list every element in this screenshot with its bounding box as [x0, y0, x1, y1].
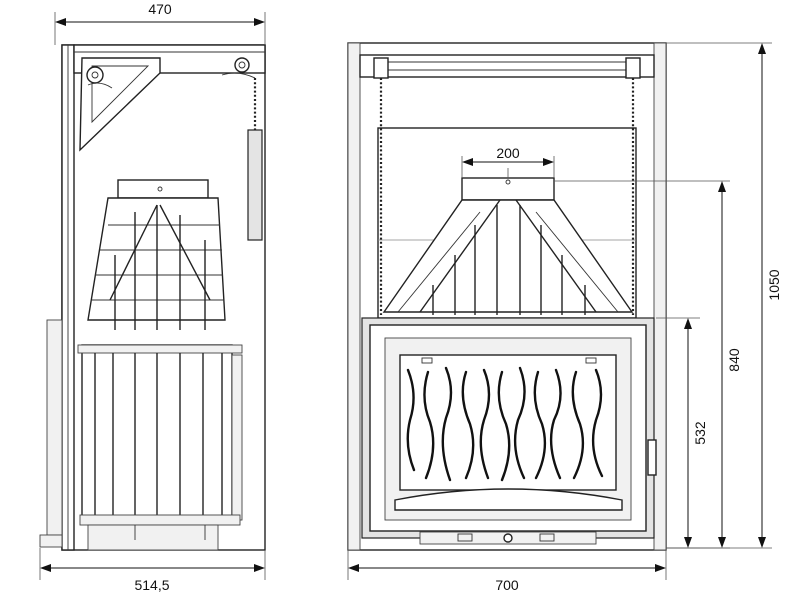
dim-label-1050: 1050: [766, 269, 782, 300]
dim-label-532: 532: [692, 421, 708, 445]
side-counterweight: [247, 129, 263, 241]
dim-label-514-5: 514,5: [134, 577, 169, 593]
side-frame-foot-plate: [46, 319, 63, 536]
dim-front-532: [656, 317, 700, 549]
side-firebox-ribs: [94, 353, 223, 520]
dim-side-top: [54, 12, 266, 45]
pulley-gear-right: [234, 57, 250, 73]
side-view: 470 514,5: [39, 1, 266, 593]
side-base: [87, 524, 219, 551]
dim-front-1050: [666, 42, 772, 549]
front-hood: [382, 199, 634, 313]
front-top-rail: [359, 54, 655, 78]
front-grate: [394, 488, 623, 511]
front-pulley-right: [625, 57, 641, 79]
side-convection-fins: [109, 204, 211, 330]
front-pulley-left: [373, 57, 389, 79]
front-hood-fins: [432, 205, 586, 315]
front-door-handle: [647, 439, 657, 476]
dim-label-700: 700: [495, 577, 519, 593]
side-smoke-collar: [117, 179, 209, 199]
dim-label-200: 200: [496, 145, 520, 161]
dim-label-470: 470: [148, 1, 172, 17]
front-view: 200 700 532 840: [347, 42, 782, 593]
pulley-gear-left: [86, 66, 104, 84]
front-flames: [406, 366, 604, 482]
dim-side-bottom: [39, 548, 266, 580]
front-glass: [399, 354, 617, 491]
dim-front-bottom: [347, 550, 667, 580]
dim-front-collar: [461, 156, 555, 178]
front-smoke-collar: [461, 177, 555, 201]
dim-label-840: 840: [726, 348, 742, 372]
